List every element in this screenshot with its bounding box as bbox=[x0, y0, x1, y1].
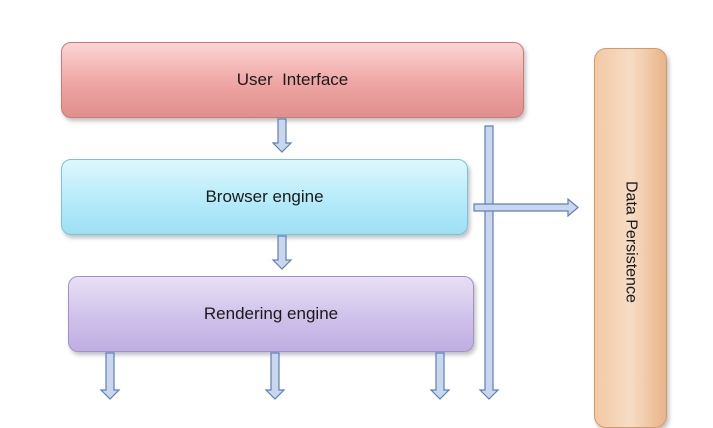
browser-engine-node: Browser engine bbox=[61, 159, 468, 235]
arrow-rendering-down-3 bbox=[429, 352, 451, 400]
arrow-browser-engine-to-rendering-engine bbox=[271, 235, 293, 270]
rendering-engine-label: Rendering engine bbox=[203, 304, 339, 323]
browser-engine-label: Browser engine bbox=[205, 187, 324, 206]
arrow-to-data-persistence bbox=[473, 197, 579, 218]
arrows-layer bbox=[99, 118, 579, 400]
arrow-ui-to-browser-engine bbox=[271, 118, 293, 153]
data-persistence-label: Data Persistence bbox=[622, 181, 640, 303]
rendering-engine-node: Rendering engine bbox=[68, 276, 474, 352]
user-interface-node: User Interface bbox=[61, 42, 524, 118]
arrow-rendering-down-2 bbox=[264, 352, 286, 400]
arrow-rendering-down-1 bbox=[99, 352, 121, 400]
data-persistence-node: Data Persistence bbox=[594, 48, 667, 428]
user-interface-label: User Interface bbox=[236, 70, 349, 89]
arrow-ui-vertical-down bbox=[478, 125, 500, 400]
